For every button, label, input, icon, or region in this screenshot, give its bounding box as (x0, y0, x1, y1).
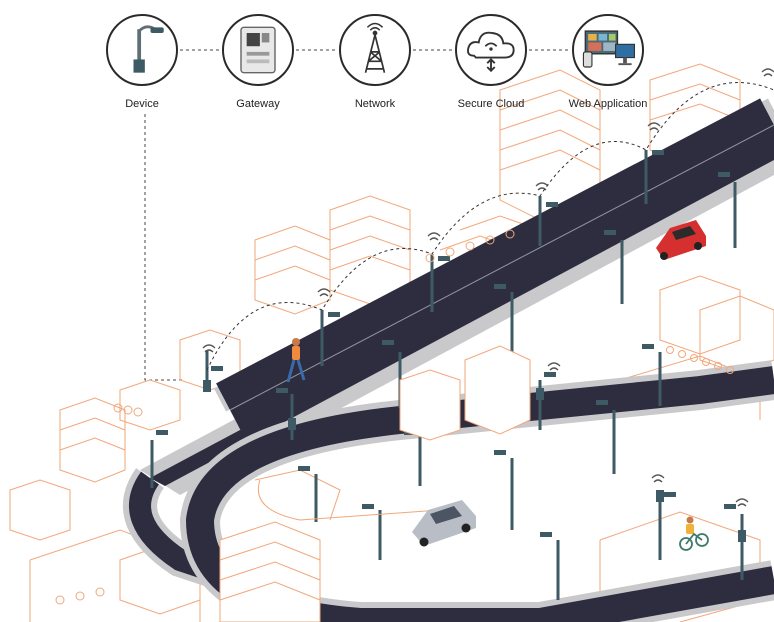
gateway-controller-icon (240, 26, 276, 74)
red-car (656, 220, 706, 260)
gateway-label: Gateway (236, 98, 280, 110)
cell-tower-icon (364, 22, 386, 73)
foreground-building (219, 521, 321, 622)
gateway-node (222, 14, 294, 86)
cyclist (679, 516, 709, 551)
pedestrian (286, 338, 306, 383)
network-node (339, 14, 411, 86)
mesh-hop-path (206, 82, 774, 371)
device-node (106, 14, 178, 86)
cloud-node (455, 14, 527, 86)
web-application-label: Web Application (568, 98, 648, 110)
street-lamps (150, 150, 746, 600)
trees (55, 229, 734, 605)
street-lamp-device-icon (133, 25, 164, 73)
network-label: Network (354, 98, 396, 110)
loop-buildings (258, 345, 531, 521)
secure-cloud-label: Secure Cloud (457, 98, 525, 110)
web-dashboard-icon (582, 30, 636, 68)
pipeline-connectors (144, 49, 570, 381)
wifi-signals (202, 68, 774, 507)
device-label: Device (125, 98, 159, 110)
silver-car (412, 500, 476, 547)
secure-cloud-icon (467, 31, 515, 73)
device-link-line (144, 114, 185, 381)
webapp-node (572, 14, 644, 86)
